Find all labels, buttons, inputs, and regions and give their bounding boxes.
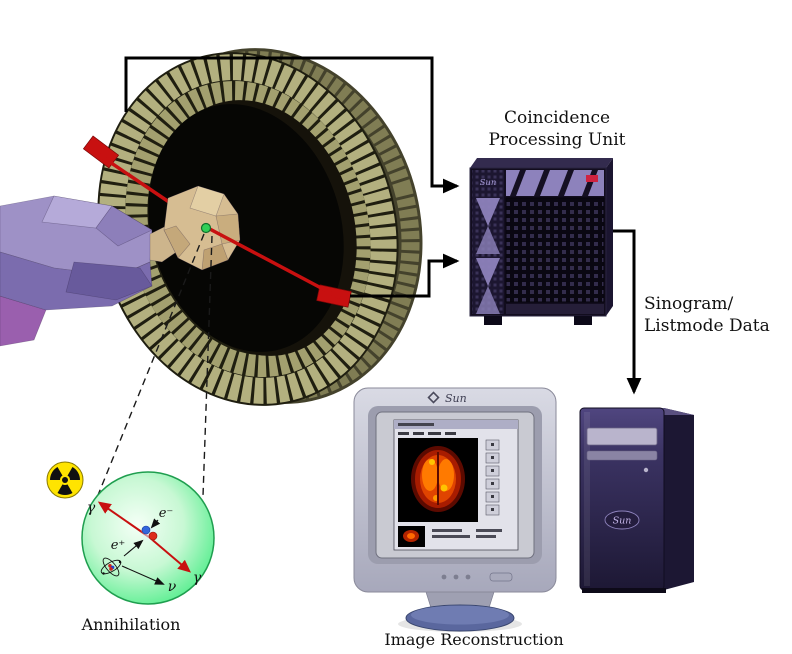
ring-detector-blocks-inner xyxy=(125,81,371,377)
gamma-upper-label: γ xyxy=(87,500,96,516)
sinogram-label-line2: Listmode Data xyxy=(644,316,770,336)
window-toolbar xyxy=(485,439,500,516)
sinogram-label-line1: Sinogram/ xyxy=(644,294,734,314)
server-top-band-stripes xyxy=(510,170,598,196)
ring-bore-hole xyxy=(148,104,344,352)
signal-wires xyxy=(124,56,642,395)
wire-cpu-to-workstation xyxy=(610,229,642,395)
patient-figure xyxy=(0,185,241,347)
window-menubar xyxy=(398,432,456,435)
diagram-labels: Coincidence Processing Unit Sinogram/ Li… xyxy=(81,108,770,649)
monitor-controls xyxy=(441,572,513,582)
gamma-arrow-lower xyxy=(148,536,191,573)
reconstruction-workstation-tower: Sun xyxy=(579,407,694,593)
coincidence-processing-unit: Sun xyxy=(469,158,613,325)
wire-ring-top-to-cpu xyxy=(124,56,460,194)
monitor-base-top xyxy=(411,605,509,625)
server-red-badge xyxy=(586,175,598,182)
image-reconstruction-label: Image Reconstruction xyxy=(384,630,563,649)
positron-ball xyxy=(148,531,158,541)
tower-floppy-drive xyxy=(586,450,658,461)
gamma-ray-line-right xyxy=(205,225,341,300)
tower-sun-logo: Sun xyxy=(613,516,632,527)
tower-logo-oval xyxy=(604,510,640,530)
window-titlebar xyxy=(394,420,518,429)
window-footer xyxy=(398,526,502,547)
radioactive-trefoil xyxy=(50,467,80,495)
wire-ring-side-to-cpu xyxy=(350,253,460,298)
monitor-brand: Sun xyxy=(427,391,467,405)
monitor-sun-logo: Sun xyxy=(445,392,467,405)
annihilation-inset: γ γ e⁻ e⁺ ν xyxy=(81,471,215,605)
server-foot-left xyxy=(484,316,502,325)
tower-cd-drive xyxy=(586,427,658,446)
gamma-lower-label: γ xyxy=(193,570,202,586)
server-side-face xyxy=(606,158,613,316)
scan-viewer-window xyxy=(393,419,519,551)
annihilation-label: Annihilation xyxy=(81,615,181,634)
server-bottom-strip xyxy=(506,304,604,314)
server-vent-grid xyxy=(505,197,605,303)
cpu-label-line1: Coincidence xyxy=(504,108,610,128)
patient-arm xyxy=(65,261,153,301)
positron-path-arrow xyxy=(123,539,144,557)
tower-side-face xyxy=(664,408,694,590)
tower-base xyxy=(582,588,666,593)
server-foot-right xyxy=(574,316,592,325)
monitor-power-button xyxy=(489,572,513,582)
server-sun-logo: Sun xyxy=(480,178,497,188)
electron-pointer xyxy=(150,518,161,529)
radioactive-symbol-icon xyxy=(46,461,84,499)
neutrino-arrow xyxy=(121,565,165,585)
electron-ball xyxy=(141,525,151,535)
cpu-label-line2: Processing Unit xyxy=(488,130,625,150)
positron-label: e⁺ xyxy=(111,538,126,553)
annihilation-point-dot xyxy=(200,222,212,234)
tower-edge-highlight xyxy=(584,412,590,586)
line-of-response xyxy=(200,222,341,300)
patient-chest xyxy=(95,205,153,247)
neutrino-label: ν xyxy=(168,579,177,595)
crt-monitor: Sun xyxy=(353,387,557,632)
window-title-text-bar xyxy=(398,423,434,426)
patient-hip xyxy=(0,295,47,347)
brain-scan-image xyxy=(411,446,465,512)
tower-power-button xyxy=(643,467,649,473)
electron-label: e⁻ xyxy=(159,506,174,521)
dashed-line-right xyxy=(202,235,213,497)
server-purple-chevrons xyxy=(476,198,500,314)
projection-dashed-lines xyxy=(95,233,213,501)
pet-detector-ring xyxy=(82,48,423,406)
ring-detector-blocks-outer xyxy=(99,54,397,404)
atom-icon xyxy=(100,557,122,577)
server-top-face xyxy=(470,158,613,168)
sun-diamond-icon xyxy=(427,391,440,404)
